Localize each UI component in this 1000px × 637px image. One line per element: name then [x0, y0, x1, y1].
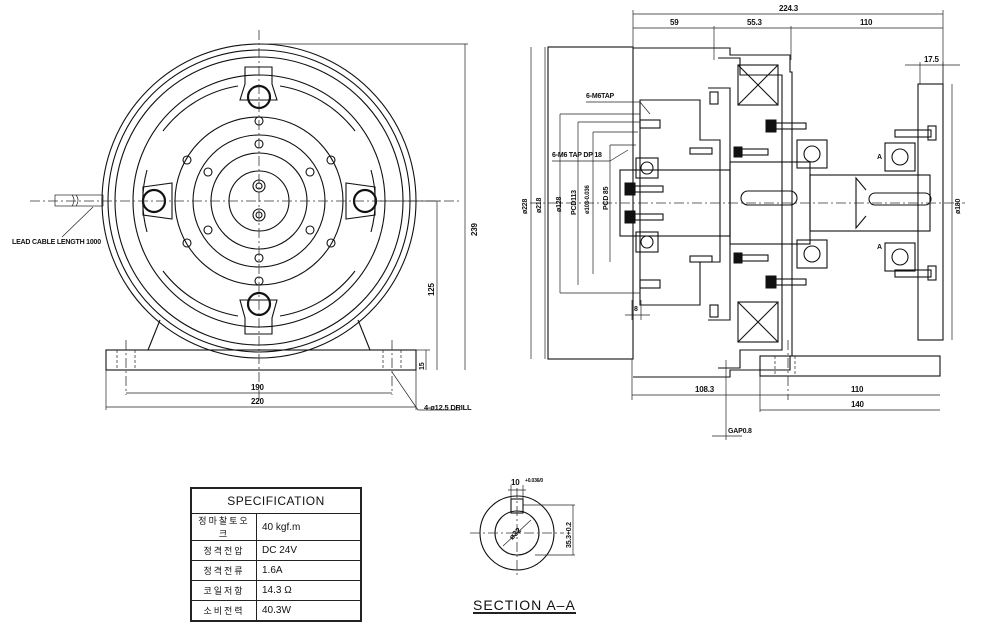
dim-height-total: 239 — [470, 223, 479, 236]
dim-overall-length: 224.3 — [779, 4, 799, 13]
spec-key: 정격전압 — [190, 540, 257, 561]
drill-label: 4-ø12.5 DRILL — [424, 403, 472, 412]
dim-key-depth: 35.3+0.2 — [566, 522, 573, 548]
coil — [737, 64, 779, 106]
dim-segment-3: 110 — [860, 18, 873, 27]
side-dimensions — [530, 10, 960, 440]
front-dimensions — [105, 43, 468, 411]
dim-base-width: 220 — [251, 397, 264, 406]
dim-108-3: 108.3 — [695, 385, 715, 394]
spec-key: 소비전력 — [190, 600, 257, 622]
dia-103: ø103-0.036 — [585, 185, 591, 214]
dim-base-110: 110 — [851, 385, 864, 394]
gap-label: GAP0.8 — [728, 428, 752, 435]
spec-title: SPECIFICATION — [190, 487, 362, 514]
spec-value: 40 kgf.m — [256, 513, 362, 541]
spec-value: DC 24V — [256, 540, 362, 561]
bearings — [635, 139, 916, 272]
dia-218: ø218 — [536, 197, 543, 213]
tap-label-2: 6-M6 TAP DP 18 — [552, 152, 602, 159]
section-aa-title: SECTION A–A — [473, 597, 576, 614]
spec-value: 14.3 Ω — [256, 580, 362, 601]
dim-segment-1: 59 — [670, 18, 679, 27]
side-section-view — [530, 10, 965, 440]
bolts — [624, 91, 937, 318]
key-tolerance: +0.036/0 — [525, 478, 544, 484]
dia-128: ø128 — [556, 196, 563, 212]
spec-key: 정마찰토오크 — [190, 513, 257, 541]
mounting-lugs — [141, 66, 378, 335]
dim-base-thickness: 15 — [419, 362, 426, 370]
lead-cable — [54, 194, 104, 238]
dim-key-width: 10 — [511, 478, 520, 487]
dim-8: 8 — [634, 306, 638, 313]
dim-center-height: 125 — [427, 283, 436, 296]
dim-shaft-ext: 17.5 — [924, 55, 939, 64]
dim-base-140: 140 — [851, 400, 864, 409]
section-mark-top: A — [877, 154, 882, 161]
dim-hole-pitch: 190 — [251, 383, 264, 392]
front-view — [30, 30, 468, 411]
ventilation-slots — [142, 85, 376, 317]
section-aa — [470, 485, 575, 578]
pcd-113: PCD113 — [571, 190, 578, 215]
pcd-85: PCD 85 — [603, 186, 610, 210]
base-plate — [105, 319, 417, 395]
coil — [737, 301, 779, 343]
section-mark-bottom: A — [877, 244, 882, 251]
lead-cable-label: LEAD CABLE LENGTH 1000 — [12, 239, 101, 246]
side-base — [759, 355, 941, 377]
tap-label-1: 6-M6TAP — [586, 93, 615, 100]
dia-180: ø180 — [955, 198, 962, 214]
spec-key: 코일저항 — [190, 580, 257, 601]
spec-value: 1.6A — [256, 560, 362, 581]
spec-value: 40.3W — [256, 600, 362, 622]
dia-228: ø228 — [522, 198, 529, 214]
spec-key: 정격전류 — [190, 560, 257, 581]
dim-segment-2: 55.3 — [747, 18, 762, 27]
section-dimensions — [508, 485, 575, 556]
